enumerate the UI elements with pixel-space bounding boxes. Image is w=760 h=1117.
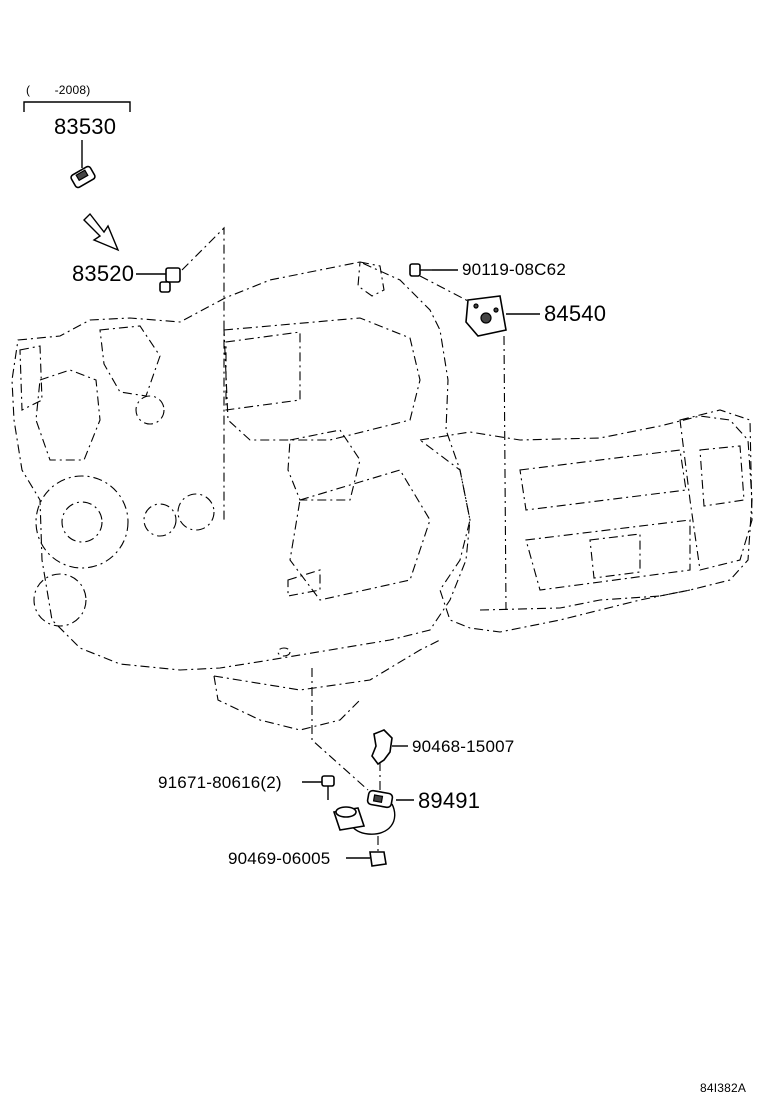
dashline-90119 [419,275,471,303]
sensor-83530-icon [70,165,96,189]
applicability-note: ( -2008) [26,83,91,97]
speed-sensor-89491-icon [332,789,396,835]
part-number-90469[interactable]: 90469-06005 [228,849,331,868]
part-number-90468[interactable]: 90468-15007 [412,737,515,756]
dashline-lower [311,668,369,791]
illustration-code: 84I382A [700,1081,747,1095]
part-number-89491[interactable]: 89491 [418,788,481,813]
transmission-outline [418,409,753,633]
dashline-83520 [181,226,225,522]
switch-83520-icon [159,267,181,293]
applicability-bracket [23,101,131,112]
bolt-90119-icon [409,263,432,277]
part-number-84540[interactable]: 84540 [544,301,607,326]
gasket-90468-icon [371,729,393,766]
part-number-83520[interactable]: 83520 [72,261,135,286]
dashline-84540 [503,335,507,611]
engine-block-outline [11,261,471,731]
neutral-start-switch-84540-icon [465,295,507,337]
bolt-91671-icon [321,775,335,800]
clip-90469-icon [369,851,387,867]
part-number-83530[interactable]: 83530 [54,114,117,139]
part-number-91671[interactable]: 91671-80616(2) [158,773,282,792]
part-number-90119[interactable]: 90119-08C62 [462,260,566,279]
direction-arrow-icon [83,212,120,252]
